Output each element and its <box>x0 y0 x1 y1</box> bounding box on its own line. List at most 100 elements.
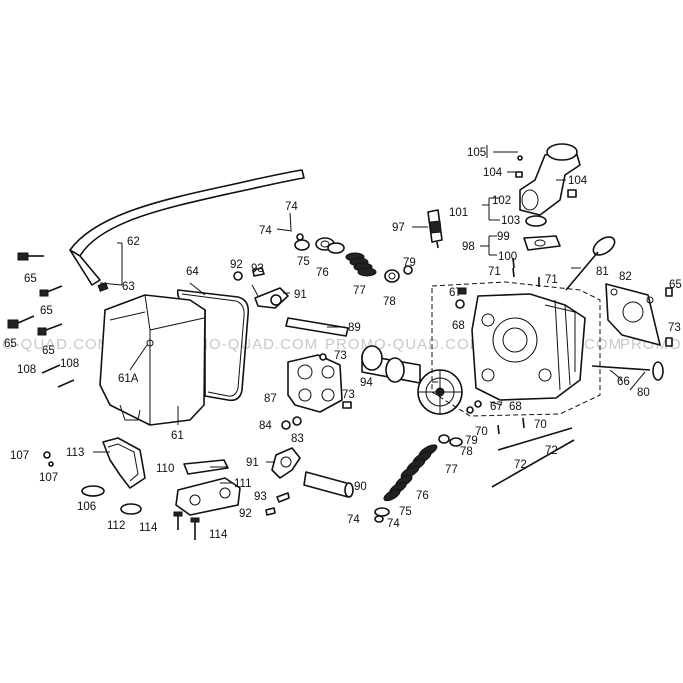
label-65r: 65 <box>669 279 682 291</box>
label-104a: 104 <box>483 167 503 179</box>
label-65c: 65 <box>4 338 17 350</box>
label-73b: 73 <box>342 389 355 401</box>
label-112: 112 <box>107 520 125 532</box>
label-70b: 70 <box>534 419 547 431</box>
label-82: 82 <box>619 271 632 283</box>
thermostat-housing <box>515 143 581 227</box>
label-74-bottom-1: 74 <box>347 514 360 526</box>
label-74-top: 74 <box>285 201 298 213</box>
rocker-assembly-lower <box>265 447 354 516</box>
leader-lines <box>93 145 646 484</box>
label-108b: 108 <box>60 358 79 370</box>
spring-77-top <box>345 252 377 277</box>
label-77-top: 77 <box>353 285 366 297</box>
label-89: 89 <box>348 322 361 334</box>
misc-small-parts <box>455 267 673 435</box>
label-63: 63 <box>122 281 135 293</box>
label-105: 105 <box>467 147 486 159</box>
tensioner-set <box>173 459 241 540</box>
cylinder-head <box>431 281 601 417</box>
label-84: 84 <box>259 420 272 432</box>
label-106: 106 <box>77 501 96 513</box>
label-83: 83 <box>291 433 304 445</box>
spark-plug <box>427 209 443 249</box>
label-71b: 71 <box>545 274 558 286</box>
watermark-text-3: PROMO-QUAD.COM <box>325 336 483 353</box>
label-111: 111 <box>234 478 251 490</box>
label-72b: 72 <box>514 459 527 471</box>
label-72a: 72 <box>545 445 558 457</box>
label-99: 99 <box>497 231 510 243</box>
label-102: 102 <box>492 195 511 207</box>
spring-76-bottom <box>383 474 413 502</box>
label-91-top: 91 <box>294 289 307 301</box>
label-78-bottom: 78 <box>460 446 473 458</box>
label-74-mid: 74 <box>259 225 272 237</box>
label-107b: 107 <box>39 472 58 484</box>
label-68b: 68 <box>509 401 522 413</box>
label-76-bottom: 76 <box>416 490 429 502</box>
label-97: 97 <box>392 222 405 234</box>
exhaust-valve <box>591 361 664 381</box>
label-78-top: 78 <box>383 296 396 308</box>
watermark-text-1: O-QUAD.COM <box>2 336 111 353</box>
label-104b: 104 <box>568 175 588 187</box>
spring-77-bottom <box>400 444 438 479</box>
label-98: 98 <box>462 241 475 253</box>
label-71a: 71 <box>488 266 501 278</box>
label-91-bottom: 91 <box>246 457 259 469</box>
label-74-bottom-2: 74 <box>387 518 400 530</box>
valve-spring-set-top <box>294 233 413 283</box>
bolt-65-3 <box>7 315 35 329</box>
label-93-bottom: 93 <box>254 491 267 503</box>
label-108a: 108 <box>17 364 36 376</box>
label-65a: 65 <box>24 273 37 285</box>
label-92-bottom: 92 <box>239 508 252 520</box>
label-62: 62 <box>127 236 140 248</box>
bolt-65-2 <box>39 285 63 297</box>
breather-hose <box>69 169 305 292</box>
rocker-holder <box>281 353 352 430</box>
label-103: 103 <box>501 215 520 227</box>
label-73a: 73 <box>334 350 347 362</box>
label-61: 61 <box>171 430 184 442</box>
label-107a: 107 <box>10 450 29 462</box>
label-70a: 70 <box>475 426 488 438</box>
label-79-bottom: 79 <box>465 435 478 447</box>
label-100: 100 <box>498 251 517 263</box>
cover-bolts <box>7 252 75 388</box>
label-101: 101 <box>449 207 468 219</box>
label-113: 113 <box>66 447 84 459</box>
cylinder-head-cover <box>99 294 206 426</box>
label-87: 87 <box>264 393 277 405</box>
label-67a: 67 <box>449 287 462 299</box>
bracket-113 <box>43 437 146 515</box>
cylinder-head-gasket <box>605 283 661 346</box>
pin-108-2 <box>57 379 75 388</box>
pin-108-1 <box>41 364 61 374</box>
label-80: 80 <box>637 387 650 399</box>
label-93-top: 93 <box>251 263 264 275</box>
label-67b: 67 <box>490 401 503 413</box>
label-68a: 68 <box>452 320 465 332</box>
label-79-top: 79 <box>403 257 416 269</box>
label-75-top: 75 <box>297 256 310 268</box>
label-81: 81 <box>596 266 609 278</box>
camshaft <box>361 345 463 415</box>
label-75-bottom: 75 <box>399 506 412 518</box>
bolt-65-4 <box>37 323 63 336</box>
water-outlet <box>512 235 561 269</box>
label-110: 110 <box>156 463 174 475</box>
label-64: 64 <box>186 266 199 278</box>
intake-valve <box>565 236 616 291</box>
label-73r: 73 <box>668 322 681 334</box>
head-studs <box>491 427 575 488</box>
label-66: 66 <box>617 376 630 388</box>
label-76-top: 76 <box>316 267 329 279</box>
label-77-bottom: 77 <box>445 464 458 476</box>
part-labels: 105 104 104 102 101 103 97 99 98 100 71 … <box>4 147 682 541</box>
bolt-65-1 <box>17 252 44 261</box>
label-90: 90 <box>354 481 367 493</box>
label-92-top: 92 <box>230 259 243 271</box>
